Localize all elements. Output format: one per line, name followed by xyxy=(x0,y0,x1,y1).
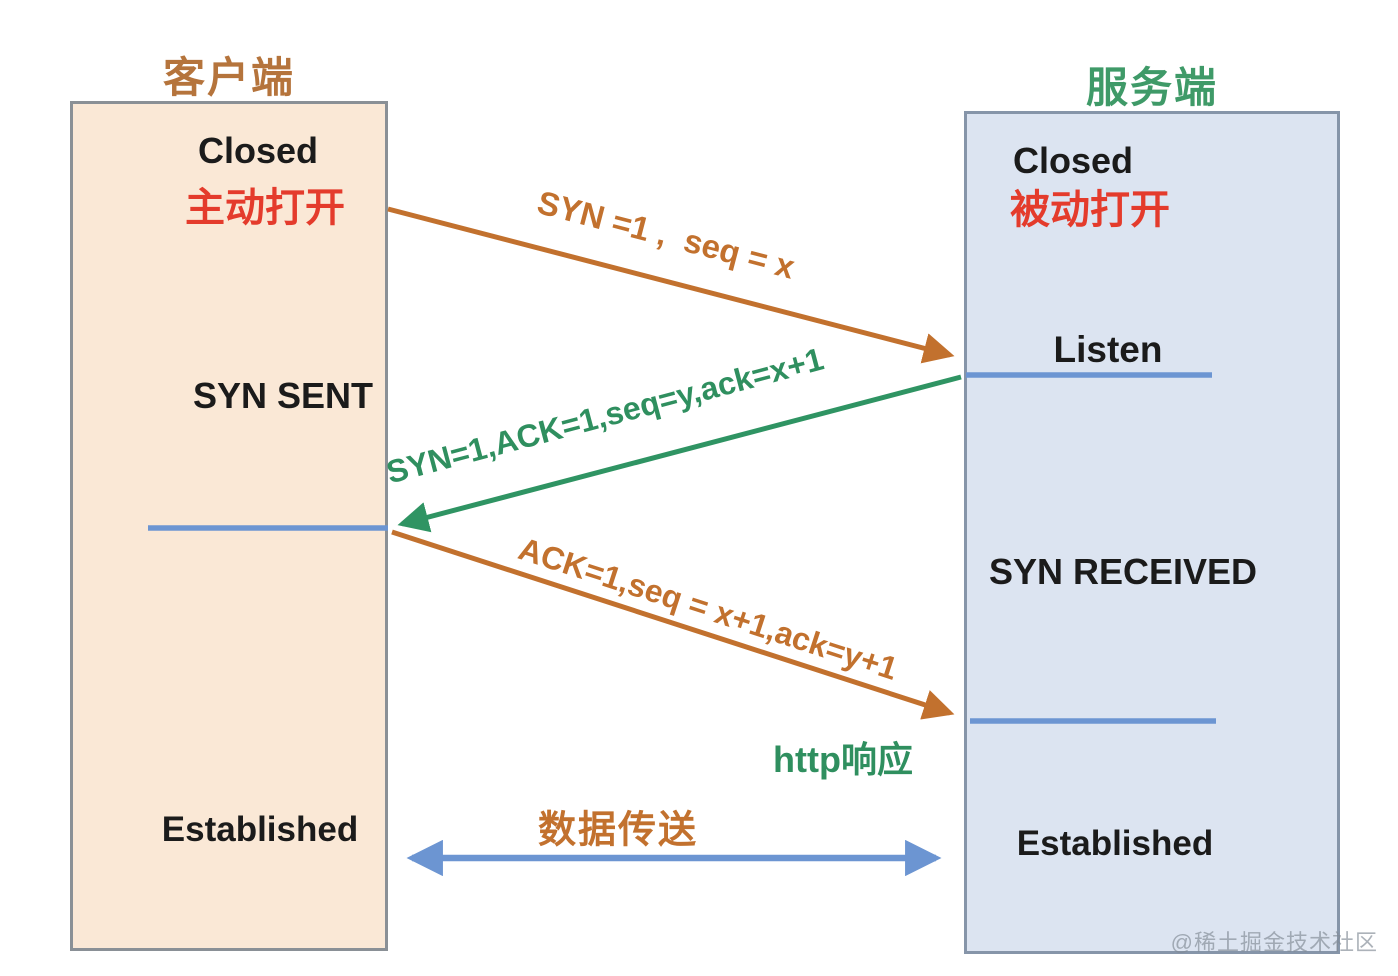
data-transfer-label: 数据传送 xyxy=(537,809,699,852)
syn-message-label: SYN =1 , seq = x xyxy=(533,183,799,286)
client-state-closed: Closed xyxy=(197,130,319,171)
server-title: 服务端 xyxy=(1085,64,1218,111)
server-state-established: Established xyxy=(1016,824,1214,863)
client-open-mode-label: 主动打开 xyxy=(185,186,345,230)
server-state-syn-received: SYN RECEIVED xyxy=(988,551,1258,592)
server-state-closed: Closed xyxy=(1012,140,1134,181)
server-lifeline-box xyxy=(964,111,1340,954)
http-response-label: http响应 xyxy=(773,739,913,780)
ack-message-label: ACK=1,seq = x+1,ack=y+1 xyxy=(514,530,902,687)
watermark: @稀土掘金技术社区 xyxy=(1170,930,1378,955)
syn-ack-message-label: SYN=1,ACK=1,seq=y,ack=x+1 xyxy=(382,340,828,491)
ack-arrow xyxy=(391,529,955,720)
server-state-listen: Listen xyxy=(1053,329,1163,370)
client-title: 客户端 xyxy=(162,54,295,101)
server-open-mode-label: 被动打开 xyxy=(1010,188,1170,232)
client-state-established: Established xyxy=(161,810,359,849)
client-state-syn-sent: SYN SENT xyxy=(192,375,374,416)
